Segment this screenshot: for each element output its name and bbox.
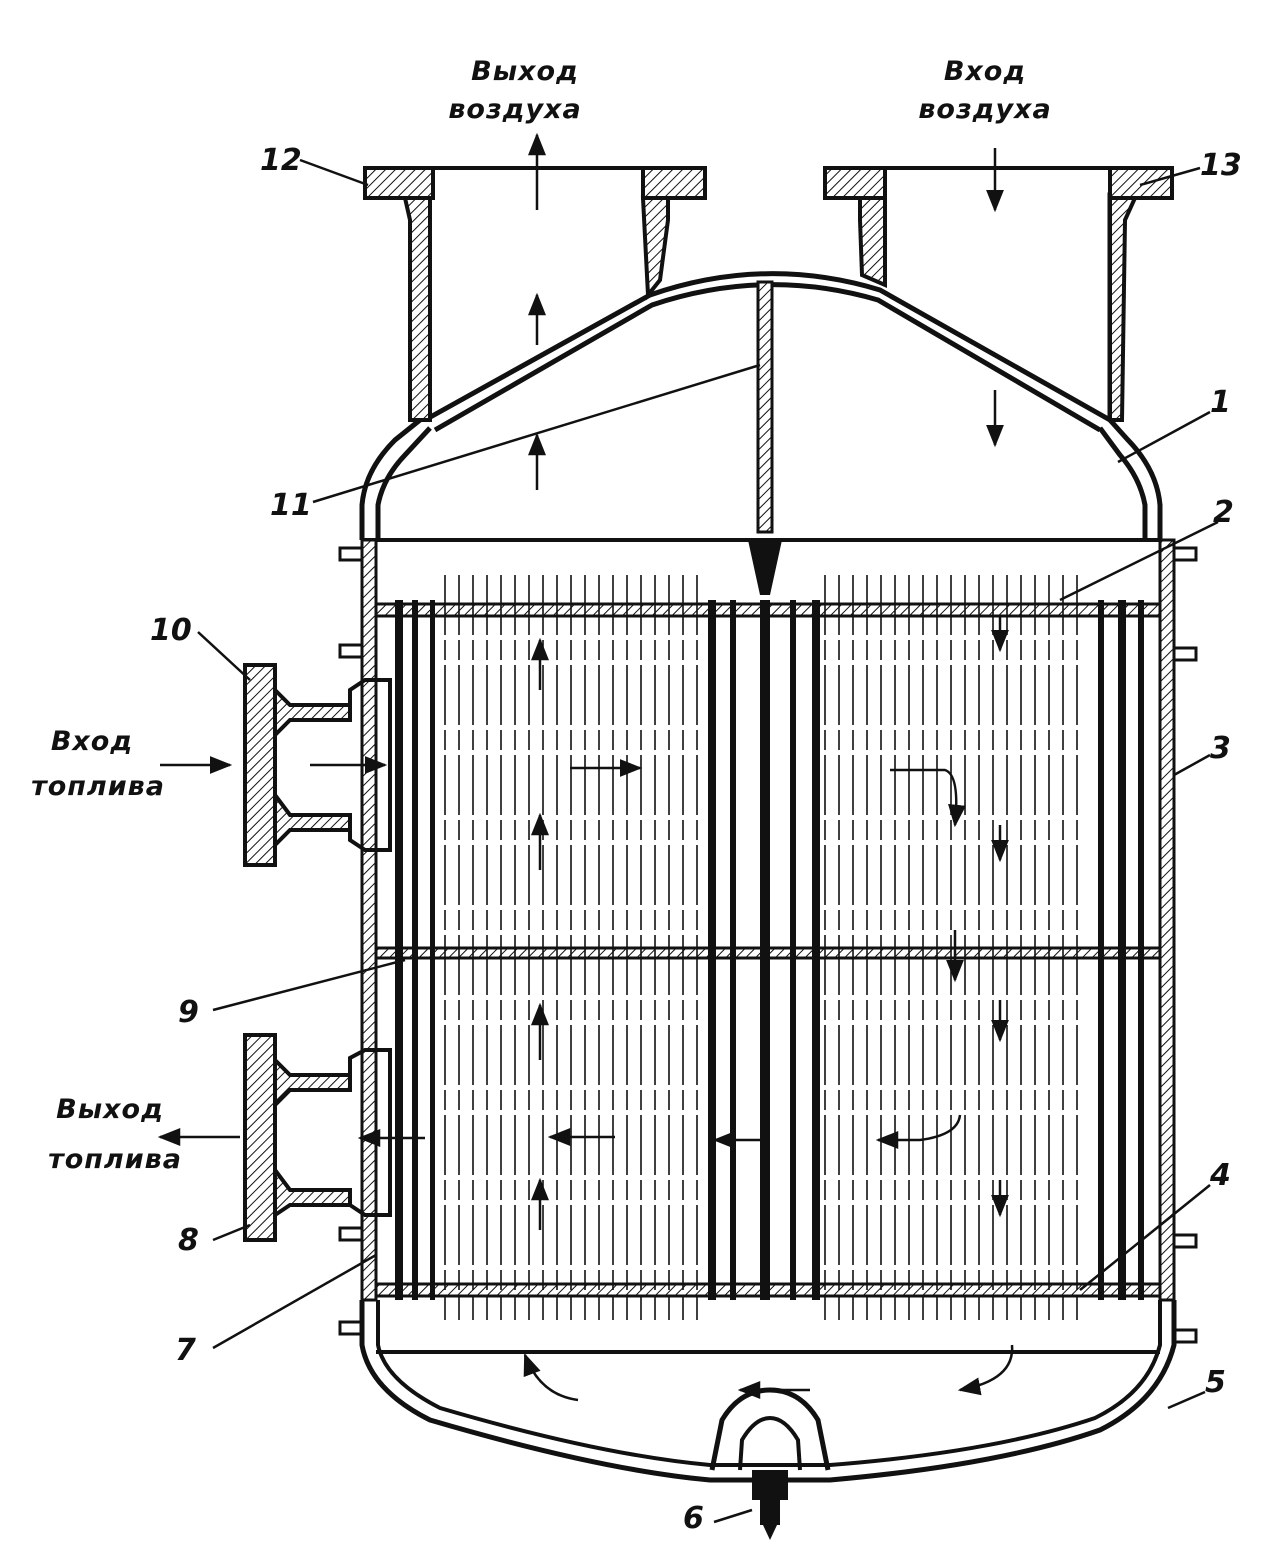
caption-fuel-out: Выход топлива [48, 1094, 182, 1175]
caption-air-out-line2: воздуха [448, 94, 581, 125]
tube-walls [395, 600, 1144, 1300]
callout-1: 1 [1210, 385, 1231, 420]
caption-fuel-out-line2: топлива [48, 1144, 182, 1175]
callout-3: 3 [1210, 731, 1231, 766]
caption-air-in-line1: Вход [944, 56, 1026, 87]
caption-air-out: Выход воздуха [448, 56, 581, 125]
callout-5: 5 [1205, 1365, 1226, 1400]
caption-fuel-out-line1: Выход [56, 1094, 164, 1125]
callout-numbers: 1 2 3 4 5 6 7 8 9 10 11 12 13 [150, 143, 1242, 1536]
callout-10: 10 [150, 613, 192, 648]
caption-air-out-line1: Выход [471, 56, 579, 87]
caption-fuel-in-line1: Вход [51, 726, 133, 757]
leader-lines [197, 158, 1219, 1524]
callout-2: 2 [1213, 495, 1234, 530]
tube-bundle [444, 575, 1078, 1320]
air-outlet-nozzle [363, 166, 707, 422]
caption-air-in: Вход воздуха [918, 56, 1051, 125]
fuel-outlet-nozzle [243, 1033, 392, 1242]
callout-8: 8 [178, 1223, 199, 1258]
callout-9: 9 [178, 995, 199, 1030]
partition-11 [748, 280, 782, 595]
caption-air-in-line2: воздуха [918, 94, 1051, 125]
caption-fuel-in-line2: топлива [31, 771, 165, 802]
callout-12: 12 [260, 143, 302, 178]
callout-7: 7 [175, 1333, 196, 1368]
callout-11: 11 [270, 488, 312, 523]
flow-arrows [157, 132, 1014, 1402]
caption-fuel-in: Вход топлива [31, 726, 165, 802]
air-inlet-nozzle [823, 166, 1174, 422]
callout-4: 4 [1209, 1158, 1231, 1193]
callout-6: 6 [683, 1501, 704, 1536]
fuel-inlet-nozzle [243, 663, 392, 867]
callout-13: 13 [1200, 148, 1242, 183]
